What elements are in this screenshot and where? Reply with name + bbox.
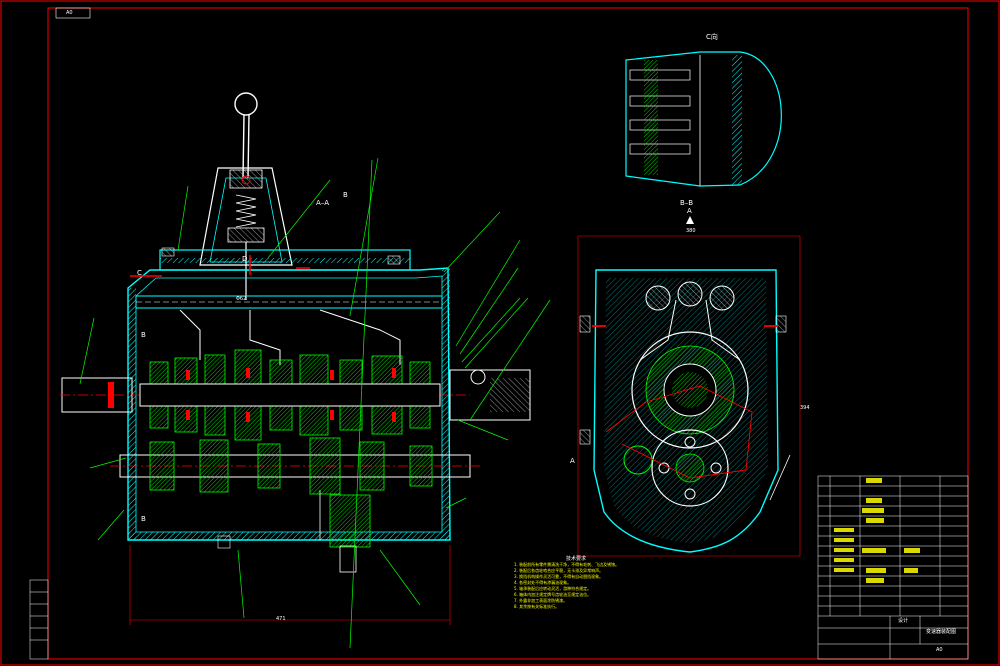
section-marker-b-left-1: B <box>141 331 146 339</box>
binding-strip <box>29 579 49 660</box>
dim-right: 394 <box>800 405 810 411</box>
tech-note-line: 6. 箱体内加注规定牌号齿轮油至规定油位。 <box>514 592 592 597</box>
bb-main-gear <box>631 331 749 449</box>
main-shaft-gears <box>139 349 441 441</box>
section-label-aa: A–A <box>316 199 330 207</box>
main-section-view <box>60 92 531 625</box>
inner-frame <box>47 7 969 660</box>
section-marker-b-left-2: B <box>141 515 146 523</box>
dim-bottom: 471 <box>276 616 286 622</box>
title-block-title: 变速器装配图 <box>926 629 957 635</box>
dim-top: Φ62 <box>236 296 247 302</box>
reverse-idler <box>329 494 371 548</box>
section-marker-b-top: B <box>343 191 348 199</box>
bb-housing <box>593 269 779 553</box>
tech-note-line: 7. 外露非加工表面涂防锈漆。 <box>514 598 568 603</box>
dim-side: 380 <box>686 228 696 234</box>
tech-note-line: 5. 轴承装配后应转动灵活，游隙符合规定。 <box>514 586 592 591</box>
shift-tower <box>199 167 293 266</box>
section-label-bb: B–B <box>680 199 694 207</box>
tech-note-line: 8. 其余按有关标准执行。 <box>514 604 560 609</box>
view-c-label: C向 <box>706 33 718 41</box>
title-block-designer: 设计 <box>898 618 909 624</box>
section-bb <box>577 216 801 557</box>
tech-notes: 技术要求 1. 装配前所有零件需清洗干净，不得有毛刺、飞边及锈蚀。 2. 装配后… <box>514 556 634 610</box>
sheet-tag: A0 <box>66 10 73 16</box>
section-marker-a: A <box>687 207 692 215</box>
section-marker-a-side: A <box>570 457 575 465</box>
bb-counter-gear <box>651 429 729 507</box>
counter-shaft <box>110 437 480 495</box>
title-block <box>817 475 969 660</box>
title-block-fills <box>834 478 920 583</box>
sheet-tag-box <box>55 7 91 19</box>
tech-note-line: 4. 各密封处不得有渗漏油现象。 <box>514 580 572 585</box>
leader-lines <box>79 157 551 649</box>
synchro-markers <box>108 368 396 422</box>
section-marker-d: D <box>242 255 248 263</box>
title-block-sheet: A0 <box>936 647 943 653</box>
tech-note-line: 3. 换挡机构操作灵活可靠，不得有自动脱挡现象。 <box>514 574 604 579</box>
tech-note-line: 2. 装配后各齿轮啮合应平稳，无卡滞及异常响声。 <box>514 568 604 573</box>
tech-note-line: 1. 装配前所有零件需清洗干净，不得有毛刺、飞边及锈蚀。 <box>514 562 620 567</box>
tech-notes-title: 技术要求 <box>566 556 587 562</box>
view-c <box>625 51 782 187</box>
shift-knob <box>234 92 258 116</box>
section-marker-c-left: C <box>137 269 142 277</box>
